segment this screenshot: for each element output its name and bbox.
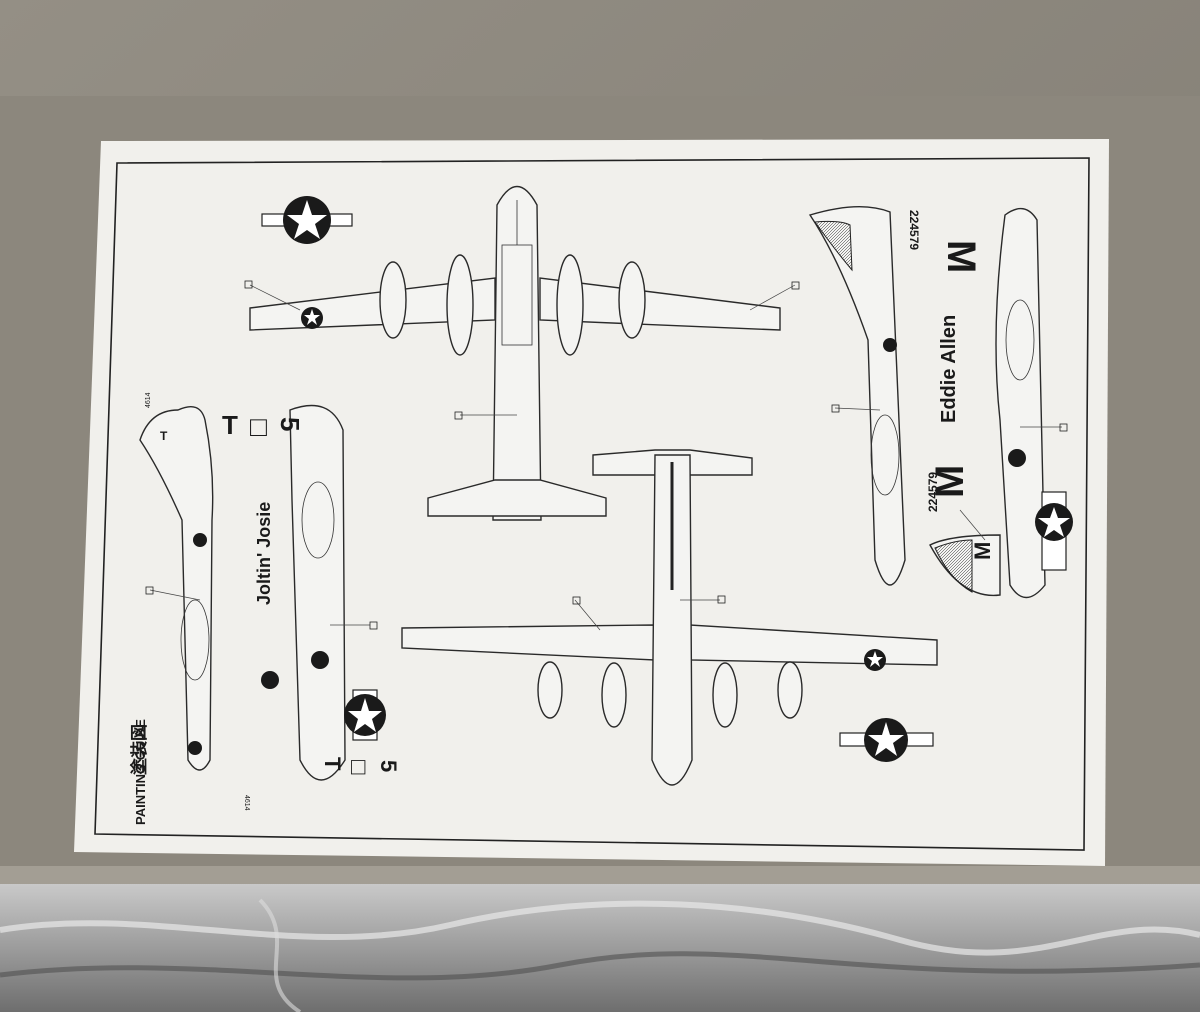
tail-letter-t-small: T	[160, 429, 168, 443]
tail-code-bottom: 4614	[243, 795, 250, 811]
tail-letter-box: □	[250, 411, 267, 442]
star-roundel-wing-bottom	[864, 649, 886, 671]
tail-code-top: 4614	[145, 392, 152, 408]
guide-title-english: PAINTING GUIDE	[133, 719, 148, 825]
serial-number-bottom: 224579	[926, 472, 940, 512]
serial-number-top: 224579	[907, 210, 921, 250]
tail-markings-right: M 224579 M 224579 M	[907, 210, 995, 560]
tail-letter-5-bottom: 5	[376, 760, 401, 772]
bomber-bottom-view	[401, 449, 938, 786]
star-roundel-small-fuselage	[193, 338, 1026, 669]
nose-art-eddie-allen: Eddie Allen	[938, 315, 960, 423]
nose-art-joltin-josie: Joltin' Josie	[254, 502, 274, 605]
tail-letter-m-bottom: M	[928, 465, 972, 498]
bomber-side-view-eddie-allen	[808, 206, 1046, 599]
pinup-decal	[188, 671, 279, 755]
star-roundel-right-side	[1035, 491, 1073, 571]
plastic-bag	[0, 884, 1200, 1012]
bomber-side-view-joltin-josie	[139, 404, 346, 781]
star-roundel-wing-top	[301, 307, 323, 329]
tail-letter-t: T	[222, 410, 238, 440]
tail-letter-5: 5	[275, 417, 305, 431]
guide-title-japanese: 塗装図	[129, 724, 149, 775]
tail-markings-left: T □ 5 4614 T T □ 5 4614	[145, 392, 401, 810]
tail-letter-t-bottom: T	[320, 757, 345, 771]
tail-letter-m-top: M	[939, 240, 983, 273]
tail-letter-m-small: M	[970, 542, 995, 560]
callout-markers	[145, 280, 1068, 630]
star-roundel-bottom-right	[839, 718, 934, 762]
callout-lines	[149, 284, 1062, 631]
star-roundel-left-side	[344, 689, 386, 741]
star-roundel-top-left	[261, 196, 353, 244]
tail-letter-box-bottom: □	[345, 760, 372, 775]
